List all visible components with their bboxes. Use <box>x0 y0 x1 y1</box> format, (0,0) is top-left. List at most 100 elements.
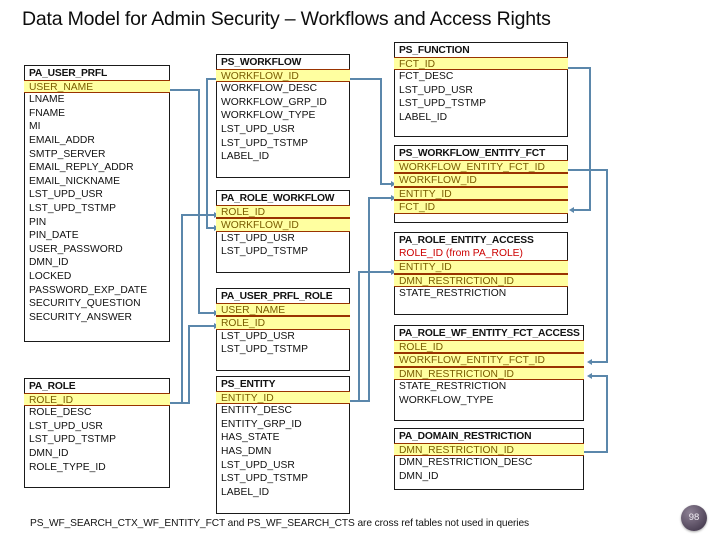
table-header: PA_ROLE_ENTITY_ACCESS <box>399 235 534 246</box>
table-row: FCT_ID <box>394 200 568 214</box>
entity-table-ps-function[interactable]: PS_FUNCTION FCT_ID FCT_DESC LST_UPD_USR … <box>394 42 568 137</box>
table-row: DMN_RESTRICTION_DESC <box>399 457 533 469</box>
table-row: WORKFLOW_ID <box>216 68 350 83</box>
connector-segment <box>344 400 360 402</box>
table-header: PA_DOMAIN_RESTRICTION <box>399 431 532 442</box>
connector-arrow <box>587 372 592 379</box>
table-row: DMN_RESTRICTION_ID <box>394 442 584 457</box>
table-row: LOCKED <box>29 270 72 282</box>
table-row: LST_UPD_TSTMP <box>221 344 308 356</box>
table-row: USER_PASSWORD <box>29 243 123 255</box>
connector-segment <box>206 78 216 80</box>
table-header: PS_WORKFLOW_ENTITY_FCT <box>399 148 546 159</box>
table-row: ENTITY_DESC <box>221 405 292 417</box>
connector-segment <box>168 402 190 404</box>
table-row: SECURITY_QUESTION <box>29 298 141 310</box>
table-row: LABEL_ID <box>399 111 448 123</box>
table-row: ROLE_ID <box>216 204 350 219</box>
table-row: ROLE_ID (from PA_ROLE) <box>399 247 523 259</box>
table-row: LST_UPD_TSTMP <box>29 434 116 446</box>
table-header: PA_USER_PRFL <box>29 68 108 79</box>
table-row: LST_UPD_USR <box>29 420 103 432</box>
table-row: USER_NAME <box>216 302 350 317</box>
connector-arrow <box>587 358 592 365</box>
connector-segment <box>349 78 382 80</box>
table-row: LABEL_ID <box>221 151 270 163</box>
table-row: LNAME <box>29 94 65 106</box>
table-row: SECURITY_ANSWER <box>29 311 132 323</box>
connector-segment <box>578 451 608 453</box>
table-header: PS_ENTITY <box>221 379 276 390</box>
table-row: PASSWORD_EXP_DATE <box>29 284 148 296</box>
table-row: ROLE_ID <box>216 316 350 330</box>
table-row: LST_UPD_TSTMP <box>221 246 308 258</box>
entity-table-pa-domain-restriction[interactable]: PA_DOMAIN_RESTRICTION DMN_RESTRICTION_ID… <box>394 428 584 490</box>
table-row: PIN <box>29 216 47 228</box>
table-row: WORKFLOW_TYPE <box>221 110 316 122</box>
table-row: HAS_DMN <box>221 445 272 457</box>
table-header: PA_ROLE_WF_ENTITY_FCT_ACCESS <box>399 328 580 339</box>
table-row: LST_UPD_TSTMP <box>399 98 486 110</box>
table-row: LST_UPD_TSTMP <box>221 473 308 485</box>
connector-segment <box>368 197 394 199</box>
connector-arrow <box>391 194 396 201</box>
connector-segment <box>592 361 608 363</box>
table-header: PA_ROLE_WORKFLOW <box>221 193 335 204</box>
entity-table-pa-user-prfl-role[interactable]: PA_USER_PRFL_ROLE USER_NAME ROLE_ID LST_… <box>216 288 350 371</box>
connector-segment <box>567 169 608 171</box>
table-row: ROLE_DESC <box>29 407 92 419</box>
connector-segment <box>198 89 200 313</box>
table-row: EMAIL_NICKNAME <box>29 175 120 187</box>
entity-table-pa-role-workflow[interactable]: PA_ROLE_WORKFLOW ROLE_ID WORKFLOW_ID LST… <box>216 190 350 273</box>
table-row: FCT_DESC <box>399 71 454 83</box>
table-row: DMN_ID <box>29 257 69 269</box>
connector-segment <box>592 375 608 377</box>
table-header: PS_WORKFLOW <box>221 57 302 68</box>
table-row: PIN_DATE <box>29 230 79 242</box>
table-row: ENTITY_ID <box>394 186 568 201</box>
table-row: ROLE_ID <box>24 392 170 407</box>
connector-segment <box>198 312 216 314</box>
table-header: PS_FUNCTION <box>399 45 470 56</box>
entity-table-ps-workflow-entity-fct[interactable]: PS_WORKFLOW_ENTITY_FCT WORKFLOW_ENTITY_F… <box>394 145 568 223</box>
table-row: MI <box>29 121 41 133</box>
entity-table-ps-entity[interactable]: PS_ENTITY ENTITY_ID ENTITY_DESC ENTITY_G… <box>216 376 350 514</box>
entity-table-ps-workflow[interactable]: PS_WORKFLOW WORKFLOW_ID WORKFLOW_DESC WO… <box>216 54 350 178</box>
entity-table-pa-role-entity-access[interactable]: PA_ROLE_ENTITY_ACCESS ROLE_ID (from PA_R… <box>394 232 568 315</box>
connector-segment <box>188 325 216 327</box>
table-row: EMAIL_REPLY_ADDR <box>29 162 134 174</box>
table-row: STATE_RESTRICTION <box>399 288 507 300</box>
table-row: ROLE_TYPE_ID <box>29 461 106 473</box>
connector-segment <box>606 169 608 362</box>
connector-segment <box>181 214 216 216</box>
connector-arrow <box>391 268 396 275</box>
table-row: DMN_ID <box>29 447 69 459</box>
entity-table-pa-role[interactable]: PA_ROLE ROLE_ID ROLE_DESC LST_UPD_USR LS… <box>24 378 170 488</box>
table-row: WORKFLOW_ID <box>216 218 350 232</box>
connector-segment <box>206 227 216 229</box>
connector-segment <box>589 67 591 210</box>
page-title: Data Model for Admin Security – Workflow… <box>22 8 551 30</box>
table-row: ROLE_ID <box>394 339 584 354</box>
table-row: ENTITY_ID <box>216 390 350 405</box>
table-row: LST_UPD_USR <box>221 123 295 135</box>
entity-table-pa-role-wf-entity-fct-access[interactable]: PA_ROLE_WF_ENTITY_FCT_ACCESS ROLE_ID WOR… <box>394 325 584 421</box>
table-row: LST_UPD_USR <box>221 459 295 471</box>
table-row: DMN_RESTRICTION_ID <box>394 273 568 288</box>
connector-segment <box>574 209 591 211</box>
connector-segment <box>380 183 394 185</box>
table-row: DMN_RESTRICTION_ID <box>394 366 584 381</box>
connector-segment <box>181 214 183 402</box>
table-row: LST_UPD_USR <box>221 232 295 244</box>
table-row: USER_NAME <box>24 79 170 94</box>
connector-segment <box>188 325 190 403</box>
entity-table-pa-user-prfl[interactable]: PA_USER_PRFL USER_NAME LNAME FNAME MI EM… <box>24 65 170 342</box>
table-row: LST_UPD_TSTMP <box>221 137 308 149</box>
connector-segment <box>358 271 394 273</box>
table-row: STATE_RESTRICTION <box>399 381 507 393</box>
connector-segment <box>380 78 382 184</box>
table-row: LABEL_ID <box>221 486 270 498</box>
table-row: FNAME <box>29 107 66 119</box>
table-row: WORKFLOW_TYPE <box>399 394 494 406</box>
